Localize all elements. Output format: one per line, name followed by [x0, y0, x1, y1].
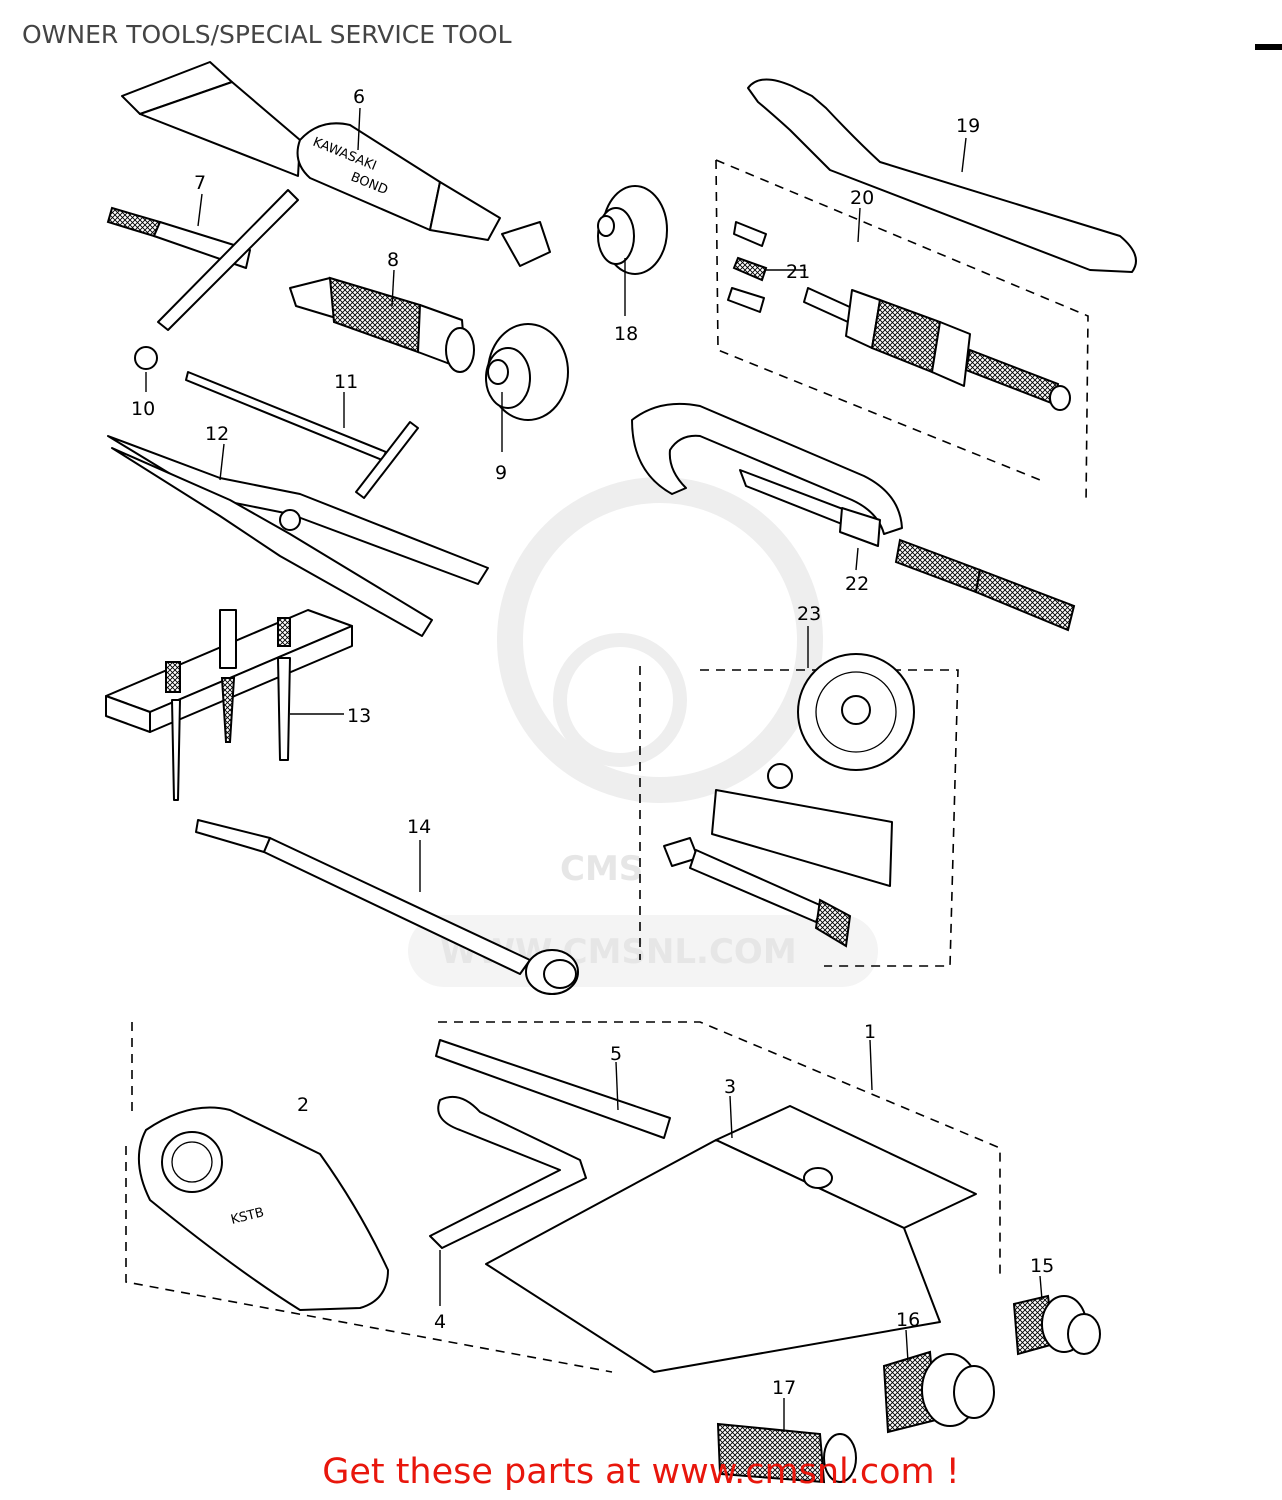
toolkit-group: KSTB	[125, 1021, 1001, 1373]
part-label-21: 21	[786, 261, 810, 283]
part-label-16: 16	[896, 1309, 920, 1331]
part-label-10: 10	[131, 398, 155, 420]
bond-tube-6: KAWASAKI BOND	[121, 61, 551, 267]
part-label-18: 18	[614, 323, 638, 345]
rod-11	[185, 371, 419, 499]
part-label-9: 9	[495, 462, 507, 484]
page-title: OWNER TOOLS/SPECIAL SERVICE TOOL	[22, 20, 512, 49]
hook-spanner-19	[747, 78, 1137, 273]
watermark-logo: CMS	[560, 849, 643, 889]
part-label-7: 7	[194, 172, 206, 194]
c-clamp-22	[631, 402, 1076, 632]
ball-10	[134, 346, 158, 370]
t-handle-tool-7	[106, 189, 299, 331]
part-labels: 1 2 3 4 5 6 7 8 9 10 11 12 13 14 15 16 1…	[131, 86, 1054, 1399]
nut-driver-15	[1012, 1294, 1101, 1356]
slide-hammer-20	[715, 159, 1089, 505]
part-label-23: 23	[797, 603, 821, 625]
part-label-22: 22	[845, 573, 869, 595]
part-label-17: 17	[772, 1377, 796, 1399]
part-label-13: 13	[347, 705, 371, 727]
part-label-1: 1	[864, 1021, 876, 1043]
part-label-15: 15	[1030, 1255, 1054, 1277]
part-label-8: 8	[387, 249, 399, 271]
part-label-3: 3	[724, 1076, 736, 1098]
part-label-2: 2	[297, 1094, 309, 1116]
part-label-4: 4	[434, 1311, 446, 1333]
part-label-20: 20	[850, 187, 874, 209]
bearing-driver-9	[485, 323, 569, 421]
nut-driver-17	[716, 1422, 857, 1484]
part-label-6: 6	[353, 86, 365, 108]
part-label-19: 19	[956, 115, 980, 137]
gear-holder-23	[639, 653, 959, 967]
leader-lines	[145, 107, 1043, 1432]
footer-parts-link[interactable]: Get these parts at www.cmsnl.com !	[322, 1452, 960, 1492]
part-label-14: 14	[407, 816, 431, 838]
part-label-11: 11	[334, 371, 358, 393]
knurled-driver-8	[289, 276, 475, 373]
nut-driver-16	[882, 1350, 995, 1434]
puller-plate-13	[105, 609, 353, 801]
long-rod-14	[195, 819, 579, 995]
adapters-21	[727, 221, 768, 313]
bearing-driver-18	[597, 185, 668, 275]
part-label-12: 12	[205, 423, 229, 445]
corner-mark	[1255, 44, 1282, 50]
circlip-pliers-12	[107, 435, 489, 637]
part-label-5: 5	[610, 1043, 622, 1065]
